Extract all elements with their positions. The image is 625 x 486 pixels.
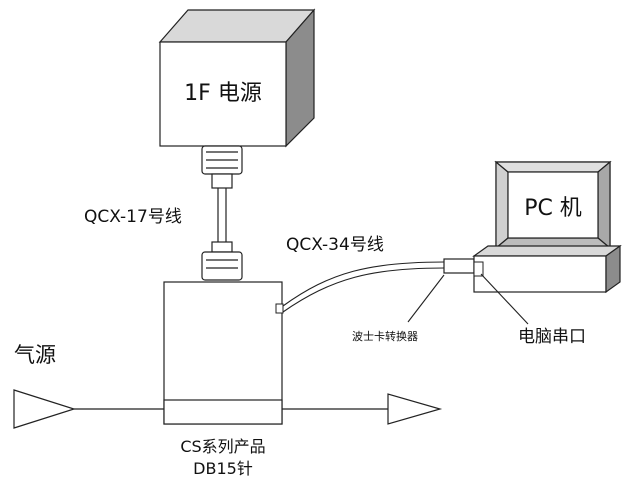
product-label-line2: DB15针 <box>193 459 253 478</box>
pc-base <box>472 244 622 294</box>
qcx-17-cable <box>217 188 227 242</box>
converter-label: 波士卡转换器 <box>352 329 418 343</box>
power-supply-label: 1F 电源 <box>184 81 262 106</box>
gas-outlet-triangle <box>387 393 443 425</box>
cs-product-base <box>163 399 283 425</box>
qcx-34-cable-label: QCX-34号线 <box>286 235 384 255</box>
cs-product-serial-port <box>275 303 284 314</box>
serial-port-label: 电脑串口 <box>518 327 586 347</box>
product-connector <box>201 241 243 281</box>
pc-serial-port <box>473 261 484 277</box>
pc-base-front <box>473 255 607 293</box>
power-supply-connector <box>201 145 243 189</box>
serial-port-pointer-line <box>480 273 529 325</box>
power-supply-front-face <box>159 41 287 147</box>
gas-inlet-triangle <box>13 389 76 429</box>
power-supply-box <box>158 8 316 148</box>
qcx-34-cable <box>282 261 445 313</box>
pc-screen <box>507 171 599 239</box>
gas-source-label: 气源 <box>14 343 56 367</box>
pc-base-side <box>605 244 621 294</box>
converter-pointer-line <box>407 274 445 323</box>
converter-box <box>443 258 475 274</box>
pc-base-top <box>472 245 622 257</box>
pc-monitor-bezel-right <box>597 160 611 250</box>
pc-monitor-bezel-left <box>495 160 509 250</box>
pc-monitor-bezel-top <box>494 161 612 173</box>
pc-label: PC 机 <box>524 196 582 221</box>
product-label-line1: CS系列产品 <box>180 437 265 456</box>
qcx-17-cable-label: QCX-17号线 <box>84 207 182 227</box>
